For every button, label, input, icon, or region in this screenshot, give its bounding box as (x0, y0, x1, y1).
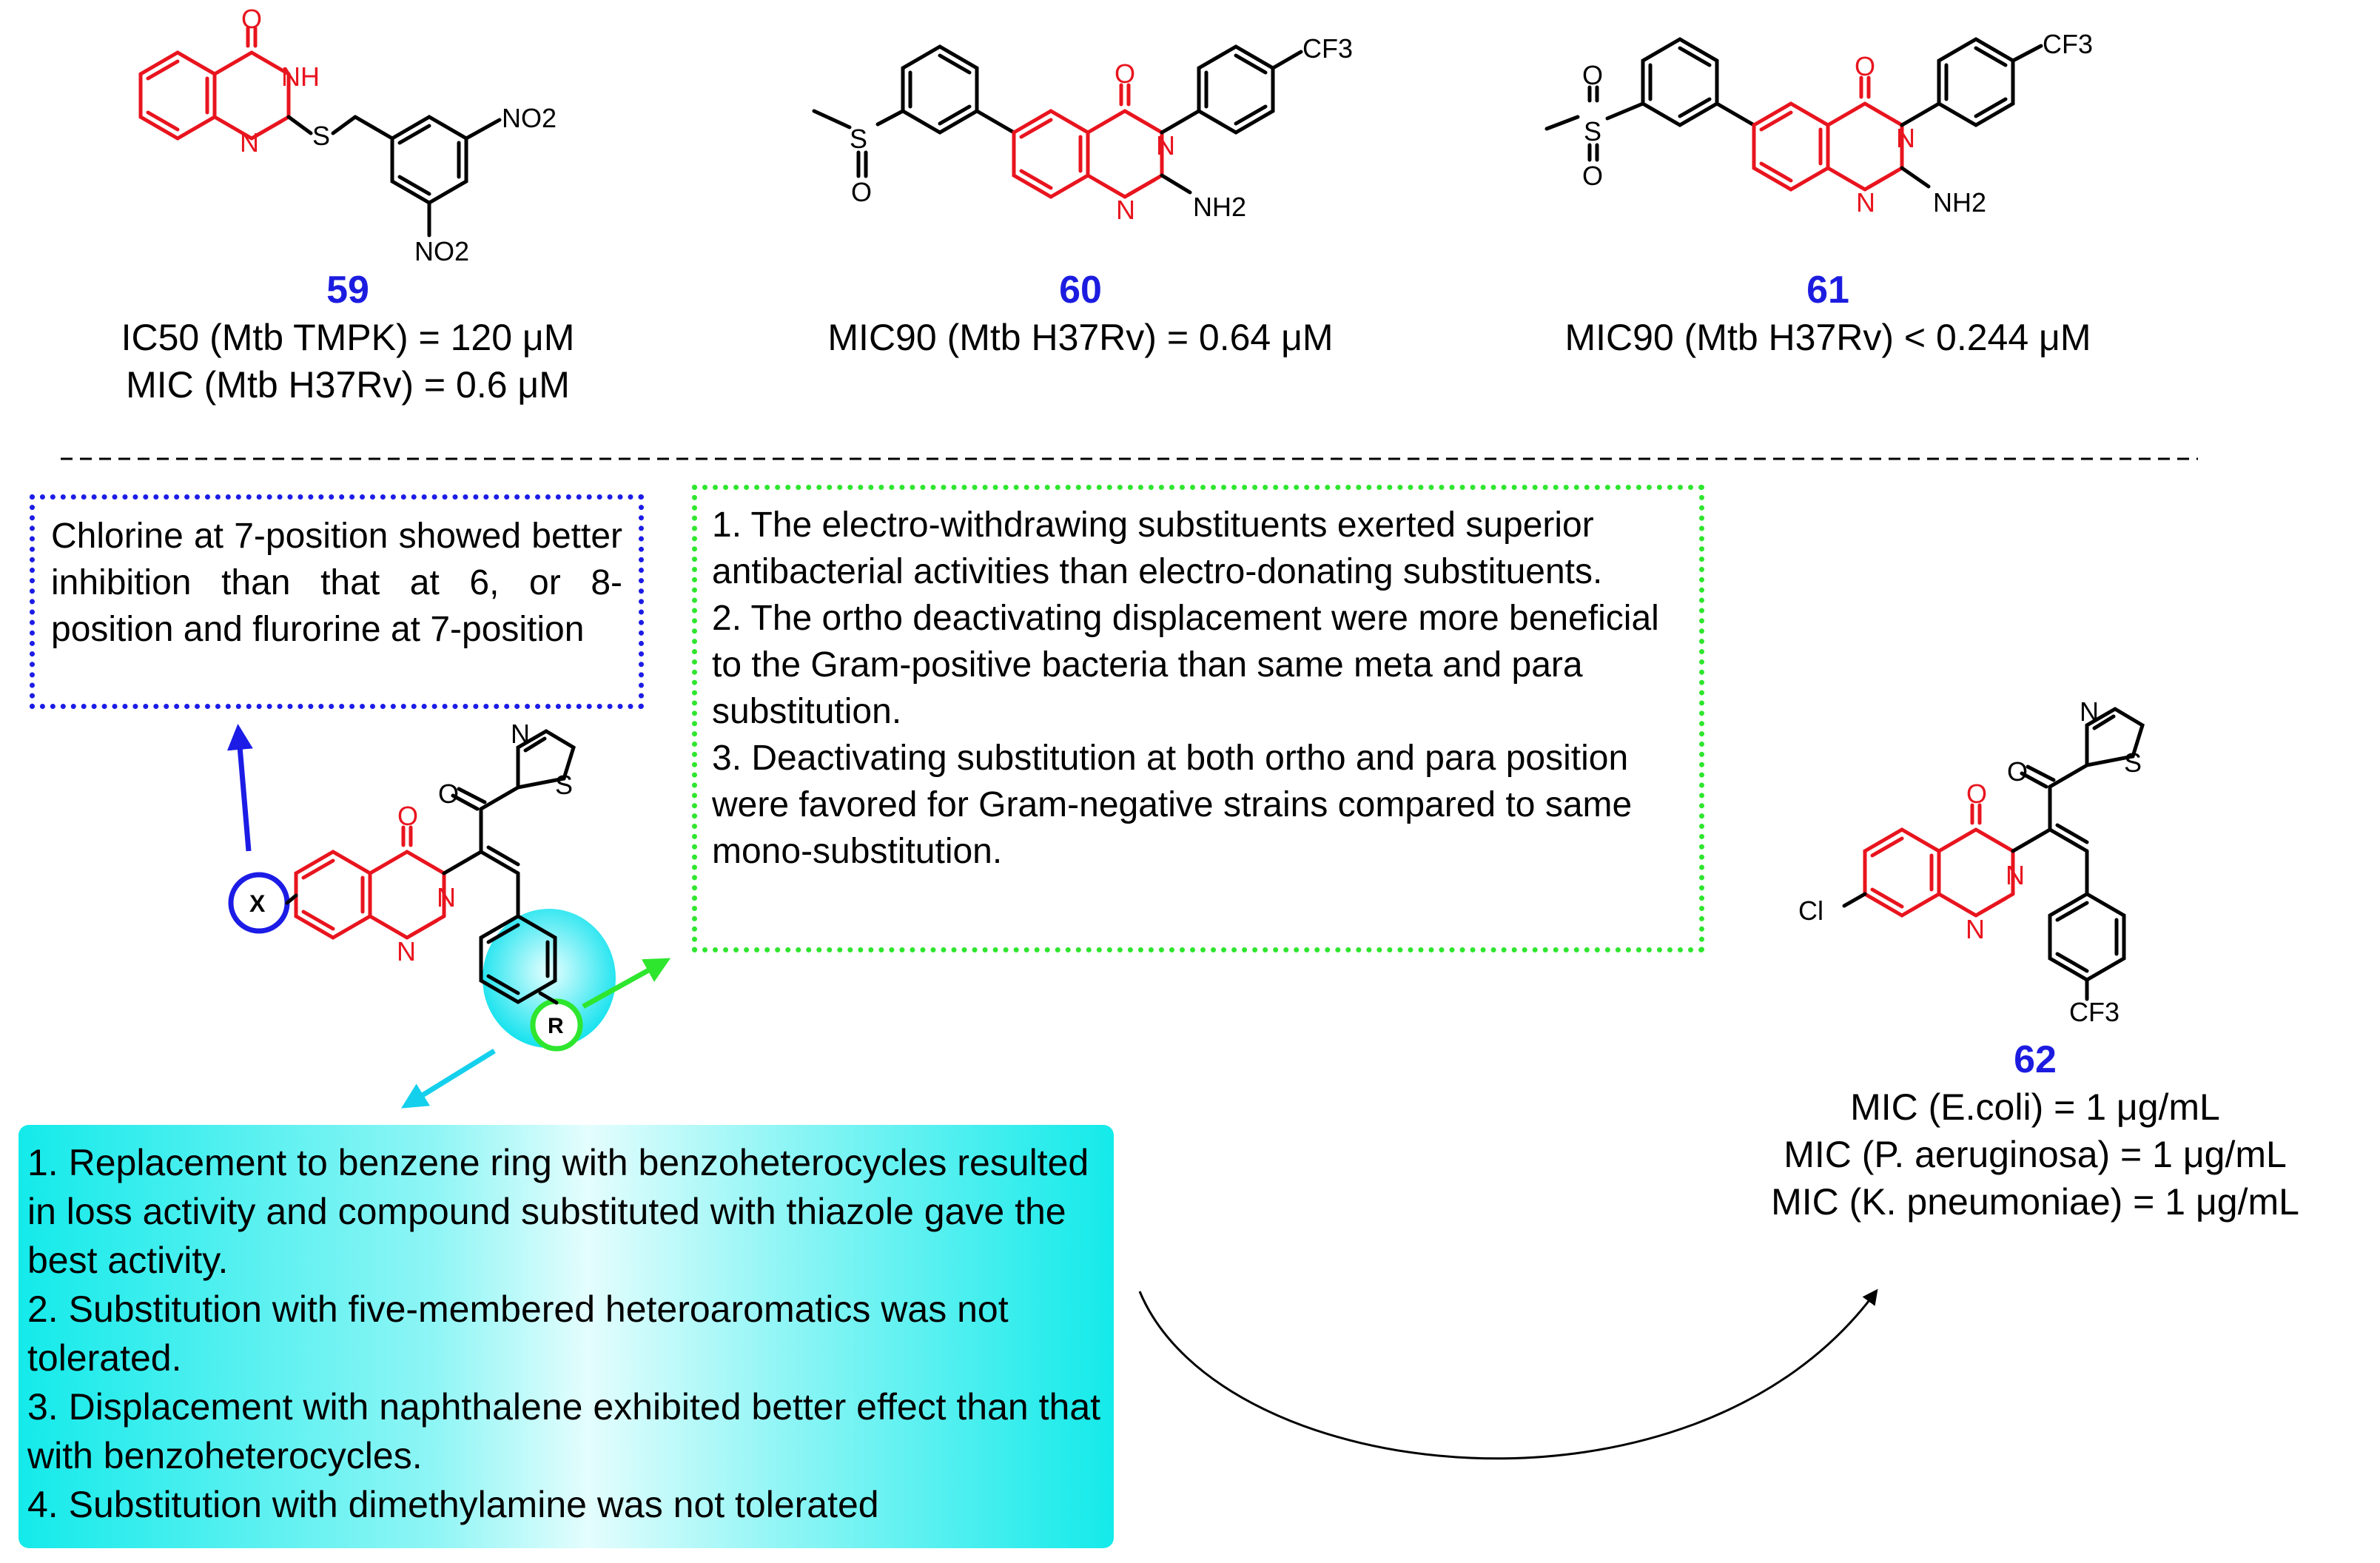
caption-61: 61 MIC90 (Mtb H37Rv) < 0.244 μM (1480, 266, 2176, 361)
atom-label: Cl (1798, 895, 1823, 926)
atom-label: O (1855, 51, 1875, 81)
atom-label: O (438, 779, 459, 809)
atom-label: O (1582, 161, 1603, 191)
atom-label: O (397, 801, 418, 831)
cyan-note-4: 4. Substitution with dimethylamine was n… (27, 1484, 879, 1525)
activity-line: MIC (E.coli) = 1 μg/mL (1850, 1086, 2220, 1128)
atom-label: NH2 (1933, 187, 1986, 218)
atom-label: N (240, 127, 259, 158)
cyan-note-2: 2. Substitution with five-membered heter… (27, 1288, 1009, 1379)
compound-number: 62 (2014, 1038, 2057, 1081)
atom-label: CF3 (2043, 29, 2093, 59)
caption-62: 62 MIC (E.coli) = 1 μg/mL MIC (P. aerugi… (1702, 1036, 2368, 1226)
atom-label: N (1116, 195, 1135, 225)
atom-label: O (2007, 756, 2028, 787)
atom-label: NH2 (1193, 192, 1246, 222)
compound-number: 61 (1806, 269, 1849, 312)
atom-label: N (1856, 187, 1875, 218)
compound-number: 59 (326, 269, 369, 312)
atom-label: N (397, 936, 416, 967)
activity-line: MIC (K. pneumoniae) = 1 μg/mL (1771, 1181, 2299, 1223)
atom-label: S (555, 770, 573, 800)
compound-59-structure (138, 26, 502, 238)
atom-label: O (851, 177, 872, 207)
atom-label: N (437, 882, 456, 912)
atom-label: CF3 (2069, 997, 2120, 1027)
r-label: R (548, 1014, 564, 1038)
atom-label: O (1966, 779, 1987, 809)
atom-label: N (511, 719, 530, 749)
atom-label: NH (281, 61, 320, 92)
green-note-3: 3. Deactivating substitution at both ort… (712, 739, 1633, 871)
atom-label: N (2080, 696, 2099, 727)
blue-note-text: Chlorine at 7-position showed better inh… (51, 517, 622, 649)
atom-label: S (850, 124, 867, 154)
atom-label: N (1896, 123, 1915, 153)
green-note-box: 1. The electro-withdrawing substituents … (692, 485, 1704, 952)
blue-note-box: Chlorine at 7-position showed better inh… (30, 494, 644, 709)
compound-60-structure (812, 44, 1303, 199)
atom-label: O (1582, 60, 1603, 90)
atom-label: O (241, 4, 262, 34)
activity-line: MIC (Mtb H37Rv) = 0.6 μM (126, 364, 570, 406)
green-note-2: 2. The ortho deactivating displacement w… (712, 599, 1659, 731)
compound-61-structure (1544, 37, 2043, 192)
green-note-1: 1. The electro-withdrawing substituents … (712, 505, 1603, 591)
atom-label: NO2 (414, 236, 469, 266)
atom-label: O (1115, 58, 1135, 89)
atom-label: S (1584, 116, 1601, 147)
arrow-to-green-note (582, 958, 671, 1009)
compound-number: 60 (1059, 269, 1102, 312)
activity-line: MIC90 (Mtb H37Rv) = 0.64 μM (827, 317, 1334, 358)
atom-label: NO2 (502, 103, 557, 133)
atom-label: N (1966, 914, 1985, 944)
atom-label: S (2124, 747, 2142, 778)
cyan-note-1: 1. Replacement to benzene ring with benz… (27, 1142, 1089, 1281)
cyan-note-3: 3. Displacement with naphthalene exhibit… (27, 1386, 1101, 1476)
caption-60: 60 MIC90 (Mtb H37Rv) = 0.64 μM (740, 266, 1421, 361)
activity-line: MIC90 (Mtb H37Rv) < 0.244 μM (1564, 317, 2091, 358)
arrow-to-blue-note (226, 724, 253, 852)
r-region-highlight (483, 909, 616, 1048)
scaffold-structure: O N N O N S X R (228, 719, 616, 1052)
activity-line: MIC (P. aeruginosa) = 1 μg/mL (1784, 1134, 2287, 1175)
atom-label: N (2006, 860, 2025, 890)
atom-label: CF3 (1302, 33, 1353, 64)
activity-line: IC50 (Mtb TMPK) = 120 μM (121, 317, 575, 358)
atom-label: S (312, 121, 330, 151)
curved-arrow-to-62 (1138, 1288, 1878, 1460)
cyan-note-box: 1. Replacement to benzene ring with benz… (19, 1125, 1114, 1548)
arrow-to-cyan-note (401, 1049, 496, 1109)
atom-label: N (1156, 130, 1175, 161)
x-label: X (249, 890, 266, 917)
caption-59: 59 IC50 (Mtb TMPK) = 120 μM MIC (Mtb H37… (44, 266, 651, 409)
compound-62-structure (1842, 707, 2145, 1001)
